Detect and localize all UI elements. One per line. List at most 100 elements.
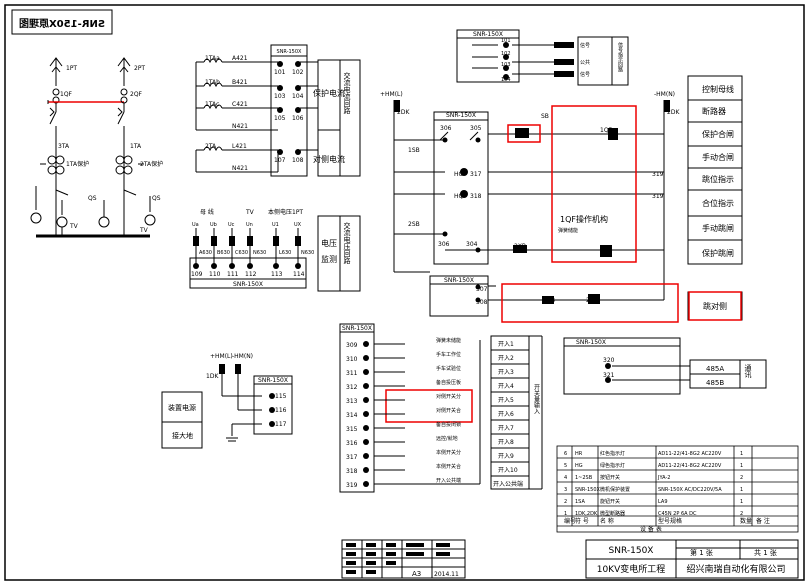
table-cell: LA9 bbox=[658, 499, 668, 505]
svg-text:SNR-150X: SNR-150X bbox=[444, 277, 474, 284]
svg-text:保护跳闸: 保护跳闸 bbox=[702, 248, 734, 258]
svg-text:对侧开关分: 对侧开关分 bbox=[436, 393, 461, 400]
svg-text:本侧开关分: 本侧开关分 bbox=[436, 449, 461, 456]
table-cell: 1 bbox=[564, 511, 567, 517]
svg-text:319: 319 bbox=[652, 193, 664, 200]
control-devices bbox=[394, 100, 670, 304]
primary-labels: 1PT 2PT 1QF 2QF 3TA 1TA 1TA保护 2TA保护 QS Q… bbox=[58, 65, 163, 234]
svg-text:HQ: HQ bbox=[454, 193, 464, 200]
input-contacts bbox=[363, 341, 369, 487]
svg-text:317: 317 bbox=[346, 454, 358, 461]
svg-text:485B: 485B bbox=[706, 379, 724, 387]
svg-text:SNR-150X原理图: SNR-150X原理图 bbox=[19, 18, 105, 30]
svg-text:2SB: 2SB bbox=[408, 221, 420, 228]
svg-text:Uc: Uc bbox=[228, 222, 235, 228]
table-cell: 1~2SB bbox=[575, 475, 593, 481]
svg-text:-HM(N): -HM(N) bbox=[232, 353, 253, 360]
svg-text:1QF操作机构: 1QF操作机构 bbox=[560, 214, 608, 224]
svg-text:开入公共端: 开入公共端 bbox=[436, 477, 461, 484]
svg-text:交流电压回路: 交流电压回路 bbox=[343, 221, 351, 265]
svg-text:307: 307 bbox=[476, 286, 488, 293]
svg-text:313: 313 bbox=[346, 398, 358, 405]
table-header: 名 称 bbox=[600, 517, 614, 525]
svg-text:1TA: 1TA bbox=[130, 143, 142, 150]
svg-text:SNR-150X: SNR-150X bbox=[342, 325, 372, 332]
svg-text:-HM(N): -HM(N) bbox=[654, 91, 675, 98]
table-cell: 微型断路器 bbox=[600, 510, 625, 517]
svg-text:2DK: 2DK bbox=[667, 109, 680, 116]
table-cell: SNR-150X AC/DC220V/5A bbox=[658, 487, 722, 493]
svg-text:通讯: 通讯 bbox=[744, 363, 752, 379]
svg-text:开入7: 开入7 bbox=[498, 425, 514, 432]
highlight-boxes bbox=[385, 105, 742, 423]
svg-text:跳位指示: 跳位指示 bbox=[702, 174, 734, 184]
svg-text:1SB: 1SB bbox=[408, 147, 420, 154]
svg-text:电压: 电压 bbox=[321, 238, 337, 248]
svg-text:Ua: Ua bbox=[192, 222, 199, 228]
current-terminals bbox=[277, 61, 301, 155]
svg-text:102: 102 bbox=[501, 51, 511, 57]
svg-text:开入5: 开入5 bbox=[498, 397, 514, 404]
table-cell: AD11-22/41-8G2 AC220V bbox=[658, 451, 722, 457]
table-cell: 2 bbox=[564, 499, 567, 505]
current-circuit bbox=[195, 44, 361, 177]
svg-text:接大地: 接大地 bbox=[172, 431, 193, 440]
svg-text:监测: 监测 bbox=[321, 254, 337, 264]
svg-text:103: 103 bbox=[501, 62, 511, 68]
svg-text:装置电源: 装置电源 bbox=[168, 403, 196, 412]
voltage-fuses bbox=[193, 236, 301, 269]
svg-text:L421: L421 bbox=[232, 143, 247, 150]
voltage-circuit bbox=[189, 215, 361, 292]
svg-text:115: 115 bbox=[275, 393, 287, 400]
svg-text:开关量输入: 开关量输入 bbox=[533, 384, 540, 414]
table-caption: 设 备 表 bbox=[640, 525, 662, 533]
input-circuit bbox=[339, 323, 543, 493]
svg-text:N630: N630 bbox=[253, 250, 266, 256]
svg-text:1XB: 1XB bbox=[543, 297, 555, 304]
svg-text:+HM(L): +HM(L) bbox=[380, 91, 403, 98]
svg-text:A421: A421 bbox=[232, 55, 248, 62]
svg-text:断路器: 断路器 bbox=[702, 106, 726, 116]
svg-text:手动合闸: 手动合闸 bbox=[702, 152, 734, 162]
svg-text:108: 108 bbox=[292, 157, 304, 164]
svg-text:312: 312 bbox=[346, 384, 358, 391]
svg-text:104: 104 bbox=[292, 93, 304, 100]
svg-text:1TAa: 1TAa bbox=[205, 55, 220, 62]
svg-text:Un: Un bbox=[246, 222, 253, 228]
power-circuit bbox=[161, 374, 293, 449]
comm-devices bbox=[605, 363, 611, 383]
title-block-labels: A3 2014.11 SNR-150X 第 1 张 共 1 张 10KV变电所工… bbox=[412, 546, 786, 578]
table-cell: 红色指示灯 bbox=[600, 450, 625, 457]
table-cell: SNR-150X bbox=[575, 487, 601, 493]
table-cell: 1 bbox=[740, 487, 743, 493]
svg-text:C630: C630 bbox=[235, 250, 248, 256]
svg-text:319: 319 bbox=[346, 482, 358, 489]
title-block bbox=[341, 539, 799, 579]
svg-text:1PT: 1PT bbox=[66, 65, 77, 72]
svg-text:1TAb: 1TAb bbox=[205, 79, 220, 86]
table-cell: AD11-22/41-8G2 AC220V bbox=[658, 463, 722, 469]
svg-text:320: 320 bbox=[603, 357, 615, 364]
svg-text:106: 106 bbox=[292, 115, 304, 122]
svg-text:3TA: 3TA bbox=[58, 143, 70, 150]
current-labels: SNR-150X 1TAa 1TAb 1TAc 2TA A421 B421 C4… bbox=[205, 49, 351, 172]
svg-text:共 1 张: 共 1 张 bbox=[754, 548, 777, 557]
svg-text:TV: TV bbox=[245, 209, 255, 216]
svg-text:319: 319 bbox=[652, 171, 664, 178]
svg-text:1TAc: 1TAc bbox=[205, 101, 219, 108]
svg-text:UX: UX bbox=[294, 222, 302, 228]
svg-text:1QF: 1QF bbox=[60, 91, 73, 98]
svg-text:311: 311 bbox=[346, 370, 358, 377]
svg-text:B630: B630 bbox=[217, 250, 230, 256]
comm-labels: SNR-150X 320 321 485A 485B 通讯 bbox=[576, 339, 752, 387]
svg-text:手动跳闸: 手动跳闸 bbox=[702, 223, 734, 233]
svg-text:跳对侧: 跳对侧 bbox=[703, 301, 727, 311]
svg-text:控制母线: 控制母线 bbox=[702, 84, 734, 94]
svg-text:116: 116 bbox=[275, 407, 287, 414]
svg-text:绍兴南瑞自动化有限公司: 绍兴南瑞自动化有限公司 bbox=[686, 563, 785, 575]
svg-text:102: 102 bbox=[292, 69, 304, 76]
svg-text:2QF: 2QF bbox=[586, 297, 599, 304]
svg-text:QS: QS bbox=[88, 195, 97, 202]
svg-text:A3: A3 bbox=[412, 570, 421, 578]
svg-text:备自投闭锁: 备自投闭锁 bbox=[436, 421, 461, 428]
